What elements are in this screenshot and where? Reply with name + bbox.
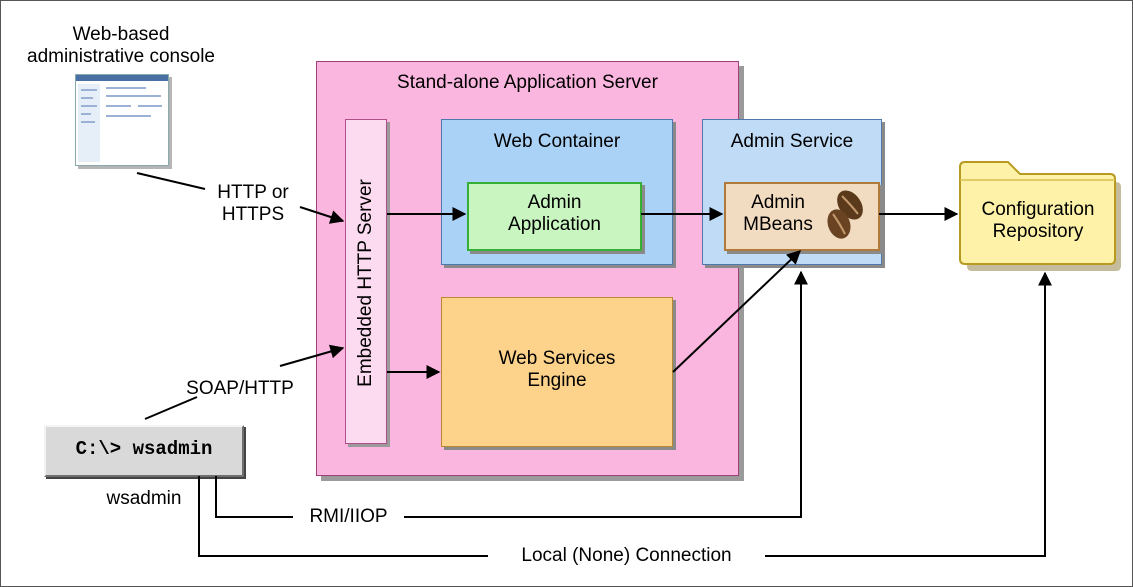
- admin-application-box: [467, 182, 642, 251]
- admin-application-line1: Admin: [527, 192, 582, 213]
- wsadmin-prompt-box: [44, 425, 244, 477]
- http-https-label: HTTP or HTTPS: [203, 182, 303, 226]
- http-https-line2: HTTPS: [221, 204, 285, 225]
- admin-mbeans-line1: Admin: [751, 192, 805, 213]
- wsadmin-caption: wsadmin: [106, 488, 182, 509]
- config-repository-line1: Configuration: [981, 199, 1095, 220]
- web-services-engine-line1: Web Services: [498, 348, 616, 369]
- wsadmin-prompt-text: C:\> wsadmin: [75, 438, 213, 460]
- admin-application-label: Admin Application: [467, 192, 642, 236]
- console-thumbnail-line: [106, 87, 146, 89]
- soap-http-label: SOAP/HTTP: [186, 378, 294, 399]
- wsadmin-soap-line: [144, 396, 198, 420]
- console-caption: Web-based administrative console: [0, 24, 242, 68]
- console-thumbnail-titlebar: [76, 75, 168, 81]
- ws-engine-to-mbeans-arrow: [672, 250, 802, 373]
- console-thumbnail-line: [106, 105, 131, 107]
- rmi-iiop-label: RMI/IIOP: [309, 506, 388, 527]
- console-thumbnail-line: [81, 89, 97, 91]
- console-thumbnail-line: [106, 115, 151, 117]
- soap-arrow: [279, 344, 345, 367]
- rmi-iiop-route: [215, 476, 293, 518]
- local-connection-arrow: [765, 271, 1052, 557]
- console-caption-line1: Web-based: [72, 24, 170, 45]
- server-title: Stand-alone Application Server: [397, 72, 658, 93]
- admin-application-line2: Application: [508, 214, 601, 235]
- web-services-engine-box: [441, 297, 673, 447]
- console-caption-line2: administrative console: [27, 46, 215, 67]
- console-thumbnail-line: [106, 95, 161, 97]
- rmi-iiop-arrow: [404, 270, 808, 518]
- folder-icon: [959, 161, 1121, 271]
- web-services-engine-label: Web Services Engine: [441, 348, 673, 392]
- console-thumbnail-line: [81, 105, 97, 107]
- http-https-line1: HTTP or: [217, 182, 289, 203]
- local-connection-route: [198, 476, 488, 557]
- console-thumbnail-sidebar: [78, 84, 100, 162]
- embedded-http-server-box: [345, 119, 387, 444]
- local-connection-label: Local (None) Connection: [521, 545, 732, 566]
- web-services-engine-line2: Engine: [527, 370, 587, 391]
- web-container-title: Web Container: [493, 131, 621, 152]
- admin-service-title: Admin Service: [730, 131, 854, 152]
- console-thumbnail-line: [138, 105, 162, 107]
- admin-mbeans-label: Admin MBeans: [730, 192, 826, 236]
- console-thumbnail: [75, 74, 169, 166]
- console-connector-line: [136, 172, 206, 190]
- config-repository-line2: Repository: [992, 221, 1084, 242]
- console-thumbnail-line: [81, 97, 93, 99]
- console-thumbnail-line: [81, 121, 95, 123]
- console-thumbnail-line: [81, 113, 91, 115]
- config-repository-label: Configuration Repository: [958, 199, 1118, 243]
- coffee-beans-icon: [827, 190, 863, 239]
- admin-mbeans-line2: MBeans: [743, 214, 813, 235]
- https-arrow: [299, 206, 345, 224]
